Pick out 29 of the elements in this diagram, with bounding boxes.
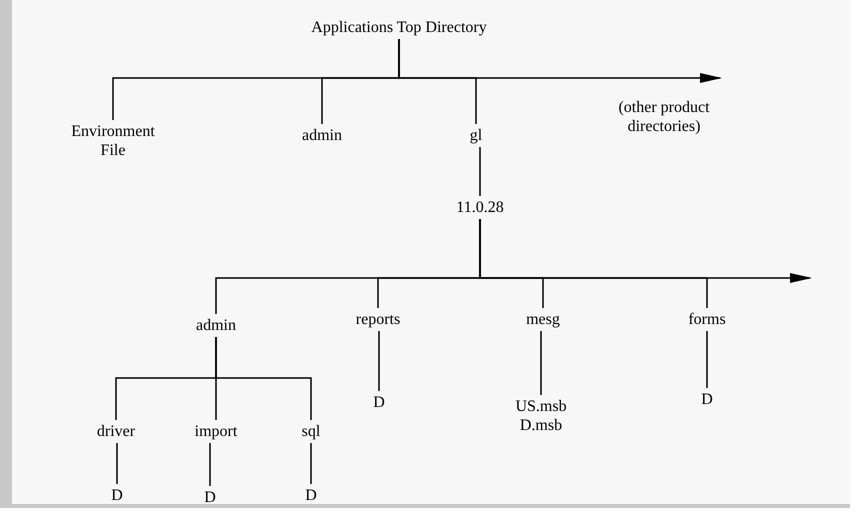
directory-label: US.msb D.msb [506,395,576,437]
tree-line [215,337,312,420]
directory-label: sql [302,420,320,443]
tree-line [310,443,312,484]
directory-label: mesg [526,308,560,331]
directory-label: Environment File [63,120,163,162]
directory-label: admin [302,124,342,147]
note-text: (other product directories) [617,98,711,136]
tree-line [706,331,708,388]
directory-label: D [111,484,123,507]
directory-label: D [305,484,317,507]
arrow [479,219,812,283]
directory-label: 11.0.28 [456,196,504,219]
directory-label: D [701,388,713,411]
directory-label: D [204,486,216,509]
directory-label: driver [96,420,136,443]
directory-label: Applications Top Directory [311,16,487,39]
directory-label: forms [688,308,726,331]
directory-label: import [194,420,238,443]
directory-label: reports [356,308,400,331]
directory-label: D [373,391,385,414]
tree-line [378,331,380,391]
tree-line [209,443,211,486]
directory-label: admin [196,314,236,337]
tree-line [540,331,542,395]
directory-label: gl [470,124,482,147]
tree-line [116,443,118,484]
tree-line [479,147,481,196]
arrow [398,39,722,83]
